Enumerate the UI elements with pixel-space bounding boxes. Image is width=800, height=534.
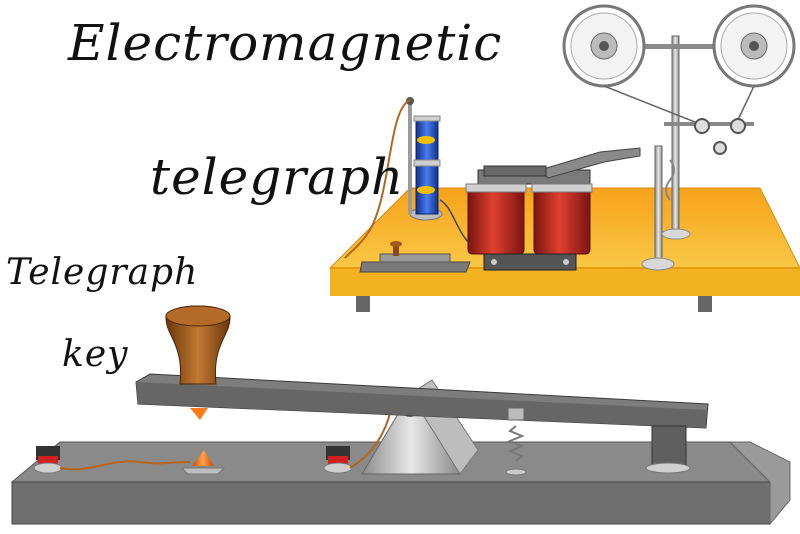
title-telegraph: telegraph: [150, 148, 405, 206]
receiver-wire-battery: [439, 199, 471, 245]
support-posts: [641, 35, 691, 271]
board-leg-left: [356, 292, 370, 312]
board-key: [359, 241, 471, 273]
title-electromagnetic: Electromagnetic: [68, 14, 503, 72]
key-wire-base: [59, 460, 191, 471]
key-knob: [165, 305, 231, 420]
telegraph-key: [10, 305, 791, 526]
contact-cone: [192, 450, 214, 466]
key-base-front: [11, 481, 771, 525]
label-key: key: [62, 334, 129, 375]
return-spring: [507, 425, 525, 462]
label-telegraph: Telegraph: [6, 252, 199, 293]
terminal-middle: [323, 446, 353, 474]
board-leg-right: [698, 292, 712, 312]
battery: [406, 97, 443, 221]
terminal-left: [33, 446, 63, 474]
receiver-wire-left: [344, 99, 411, 259]
tape-rollers: [562, 4, 796, 155]
board-front: [330, 268, 800, 296]
electromagnet: [465, 169, 593, 271]
armature-lever: [483, 147, 641, 179]
